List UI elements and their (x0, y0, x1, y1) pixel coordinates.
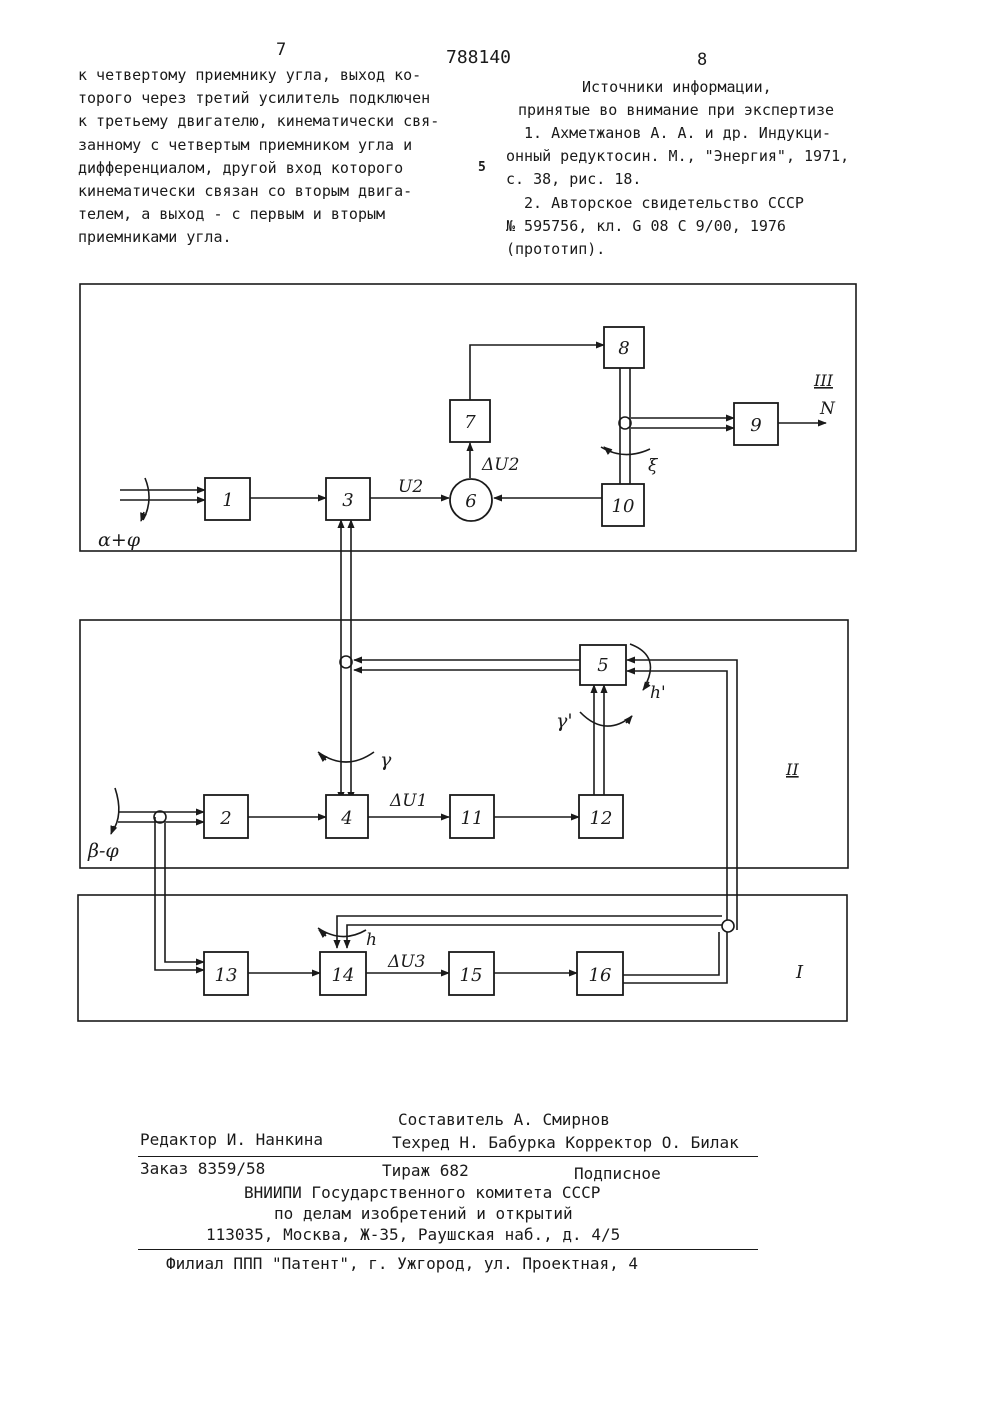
block-9: 9 (750, 415, 761, 436)
compiler-credit: Составитель А. Смирнов (398, 1110, 610, 1129)
footer-rule-bottom (138, 1249, 758, 1250)
subscription-note: Подписное (574, 1164, 661, 1183)
publisher-org-1: ВНИИПИ Государственного комитета СССР (244, 1183, 600, 1202)
block-5: 5 (597, 655, 608, 676)
label-xi: ξ (648, 456, 659, 476)
footer-rule-top (138, 1156, 758, 1157)
block-2: 2 (219, 808, 231, 829)
label-du3: ΔU3 (387, 952, 425, 972)
label-h: h (366, 930, 377, 950)
section-label-iii: III (813, 371, 834, 390)
label-gamma: γ (380, 749, 392, 771)
block-3: 3 (342, 490, 353, 511)
editor-credit: Редактор И. Нанкина (140, 1130, 323, 1149)
order-number: Заказ 8359/58 (140, 1159, 265, 1178)
label-u2: U2 (398, 477, 423, 497)
block-13: 13 (215, 965, 238, 986)
block-14: 14 (332, 965, 355, 986)
block-12: 12 (590, 808, 613, 829)
block-16: 16 (589, 965, 612, 986)
block-7: 7 (464, 412, 476, 433)
block-15: 15 (460, 965, 483, 986)
publisher-address: 113035, Москва, Ж-35, Раушская наб., д. … (206, 1225, 620, 1244)
block-1: 1 (222, 490, 233, 511)
techred-credit: Техред Н. Бабурка Корректор О. Билак (392, 1133, 739, 1152)
section-label-i: I (795, 962, 804, 983)
summator-6: 6 (465, 491, 476, 512)
branch-address: Филиал ППП "Патент", г. Ужгород, ул. Про… (166, 1254, 638, 1273)
label-output-n: N (819, 399, 836, 419)
label-du1: ΔU1 (389, 791, 427, 811)
label-input-alpha: α+φ (98, 529, 141, 551)
circulation: Тираж 682 (382, 1161, 469, 1180)
label-input-beta: β-φ (87, 840, 119, 862)
section-label-ii: II (785, 760, 799, 779)
label-h-prime: h' (650, 683, 666, 703)
block-11: 11 (461, 808, 484, 829)
label-gamma-prime: γ' (556, 710, 573, 732)
publisher-org-2: по делам изобретений и открытий (274, 1204, 573, 1223)
block-10: 10 (612, 496, 635, 517)
label-du2: ΔU2 (481, 455, 519, 475)
block-8: 8 (618, 338, 629, 359)
block-4: 4 (340, 808, 352, 829)
